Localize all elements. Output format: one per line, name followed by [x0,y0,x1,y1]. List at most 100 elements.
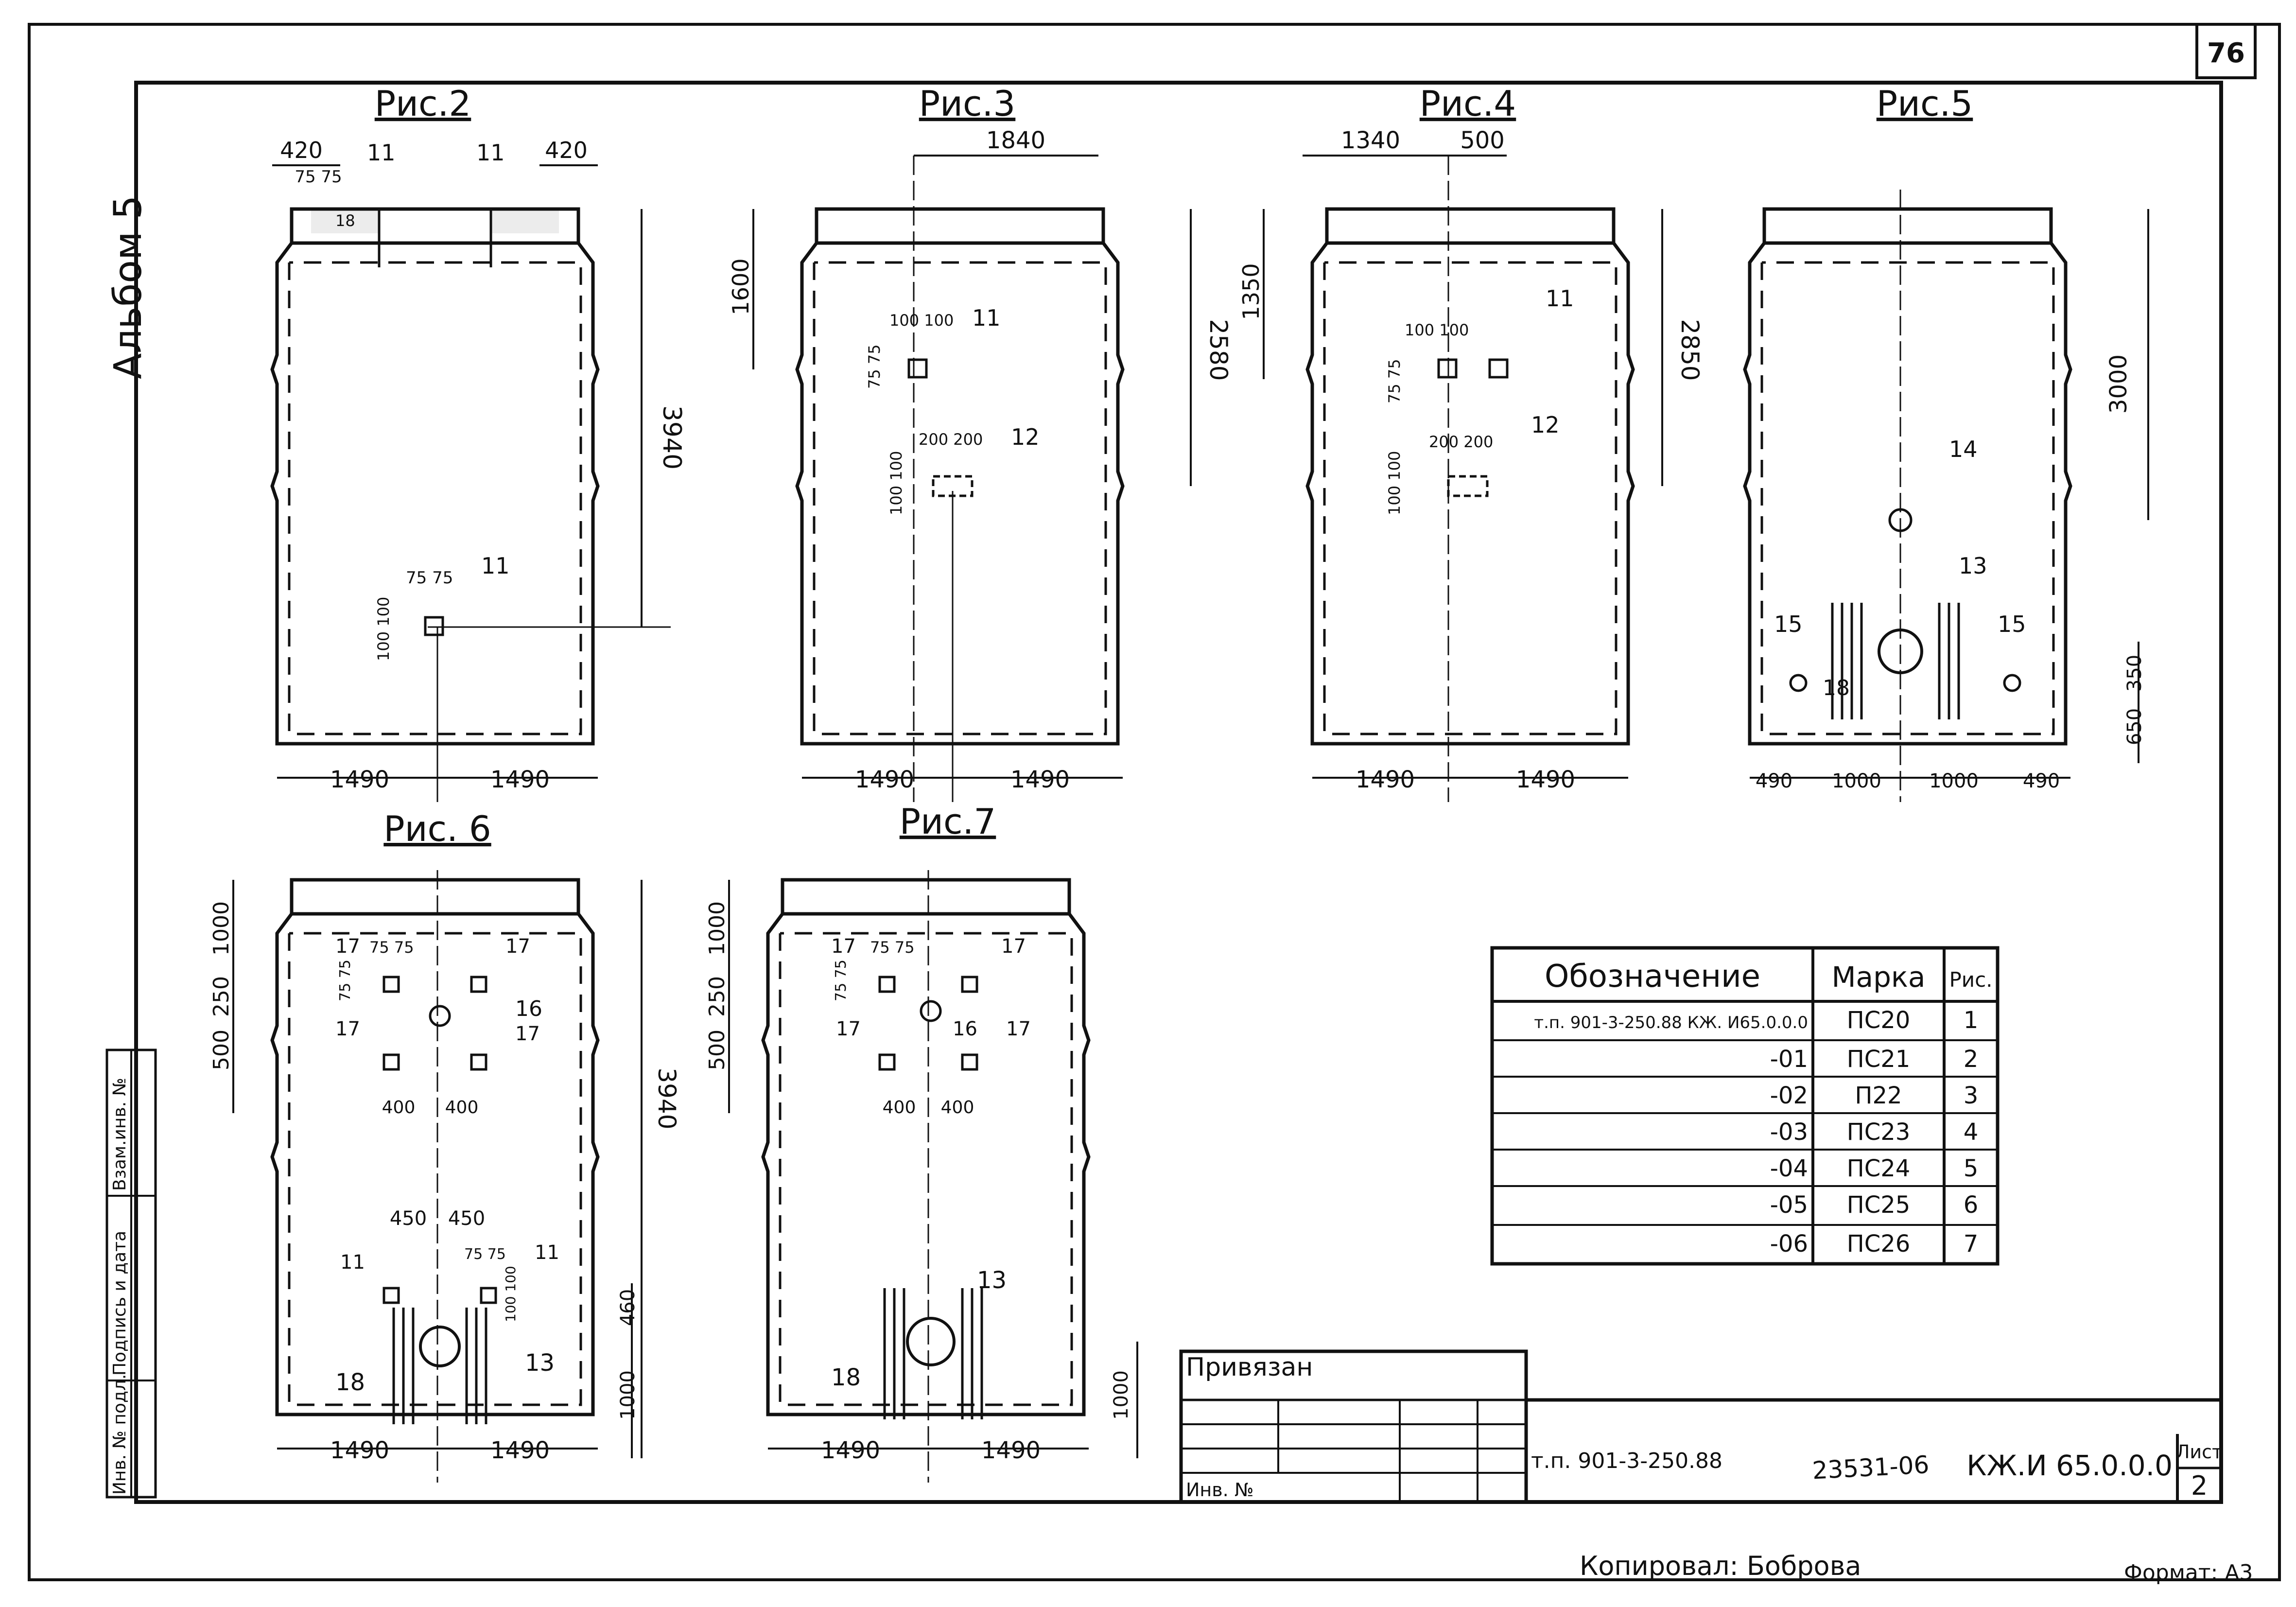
svg-text:П22: П22 [1855,1082,1902,1109]
svg-text:ПС21: ПС21 [1847,1046,1911,1073]
svg-text:-02: -02 [1770,1082,1808,1109]
svg-text:17: 17 [335,1018,360,1040]
svg-text:11: 11 [481,553,510,579]
svg-text:200 200: 200 200 [919,430,983,449]
sheet-number: 2 [2191,1470,2208,1501]
page-number: 76 [2207,37,2245,69]
svg-text:18: 18 [335,211,355,230]
svg-text:1350: 1350 [1238,263,1264,320]
svg-text:Подпись и дата: Подпись и дата [110,1231,130,1376]
svg-text:75 75: 75 75 [406,568,453,588]
fig4-title: Рис.4 [1420,83,1516,124]
svg-text:2580: 2580 [1204,319,1233,381]
svg-text:17: 17 [831,935,856,958]
svg-text:75 75: 75 75 [369,938,414,957]
figure-6: Рис. 6 1000 250 500 3940 17 75 75 75 75 … [209,808,681,1483]
svg-text:1490: 1490 [490,1437,550,1464]
svg-text:1000: 1000 [705,901,730,956]
svg-text:14: 14 [1949,436,1978,462]
spec-header-mark: Марка [1832,961,1926,994]
svg-text:17: 17 [505,935,530,958]
svg-text:1490: 1490 [1010,766,1070,793]
bound-label: Привязан [1186,1353,1313,1382]
svg-text:75 75: 75 75 [1385,359,1404,403]
outer-frame [28,23,2281,1581]
inv-label: Инв. № [1186,1479,1253,1501]
svg-text:450: 450 [448,1207,485,1230]
copied-by: Копировал: Боброва [1580,1551,1861,1581]
svg-text:75 75: 75 75 [865,344,884,389]
svg-text:11: 11 [476,140,505,166]
svg-text:1: 1 [1964,1007,1979,1034]
svg-text:100 100: 100 100 [374,597,393,661]
svg-text:490: 490 [1756,770,1792,792]
svg-text:17: 17 [836,1018,861,1040]
svg-text:12: 12 [1011,424,1040,450]
archive-number: 23531-06 [1811,1450,1930,1485]
svg-text:-01: -01 [1770,1046,1808,1073]
svg-text:420: 420 [280,137,323,163]
svg-text:460: 460 [617,1289,639,1326]
svg-text:7: 7 [1964,1230,1979,1258]
svg-text:-03: -03 [1770,1118,1808,1146]
svg-text:100 100: 100 100 [887,451,905,515]
svg-text:3000: 3000 [2105,354,2132,414]
svg-text:100 100: 100 100 [1405,321,1469,339]
figure-2: Рис.2 420 75 75 420 11 11 18 3940 75 75 … [272,83,686,802]
svg-text:1000: 1000 [1832,770,1881,792]
svg-text:1490: 1490 [855,766,914,793]
svg-text:ПС24: ПС24 [1847,1155,1911,1182]
svg-text:11: 11 [367,140,396,166]
svg-text:500: 500 [1460,127,1505,154]
spec-header-fig: Рис. [1949,968,1992,992]
svg-text:18: 18 [831,1364,861,1391]
svg-text:75 75: 75 75 [464,1246,506,1263]
spec-header-designation: Обозначение [1545,959,1760,995]
svg-text:100 100: 100 100 [889,311,954,330]
svg-text:650: 650 [2123,708,2146,745]
svg-text:11: 11 [340,1251,365,1274]
svg-text:75 75: 75 75 [295,167,342,187]
svg-text:250: 250 [209,976,234,1017]
svg-text:17: 17 [1006,1018,1031,1040]
svg-text:15: 15 [1998,611,2026,637]
svg-text:1490: 1490 [330,1437,389,1464]
svg-text:490: 490 [2023,770,2060,792]
svg-text:1490: 1490 [821,1437,880,1464]
svg-text:1000: 1000 [1110,1370,1132,1420]
svg-text:13: 13 [1959,553,1987,579]
fig7-title: Рис.7 [900,801,996,842]
svg-text:1490: 1490 [330,766,389,793]
svg-text:1000: 1000 [209,901,234,956]
svg-text:75 75: 75 75 [833,960,850,1001]
side-stamp: Инв. № подл. Подпись и дата Взам.инв. № [105,1048,157,1499]
svg-text:17: 17 [335,935,360,958]
svg-text:11: 11 [1546,285,1574,312]
inner-frame [134,81,2223,1504]
figure-4: Рис.4 1340 500 1350 2850 100 100 75 75 1… [1238,83,1704,802]
svg-text:500: 500 [209,1030,234,1070]
svg-text:ПС25: ПС25 [1847,1191,1911,1219]
sheet-label: Лист [2176,1441,2223,1463]
svg-text:1840: 1840 [986,127,1045,154]
title-block: Привязан Инв. № т.п. 901-3-250.88 23531-… [1179,1349,2223,1504]
format-label: Формат: А3 [2124,1560,2253,1585]
figure-5: Рис.5 3000 14 13 15 15 18 350 650 490 10… [1745,83,2149,802]
svg-text:400: 400 [883,1098,916,1118]
fig2-title: Рис.2 [375,83,471,124]
svg-text:6: 6 [1964,1191,1979,1219]
fig3-title: Рис.3 [919,83,1016,124]
svg-text:400: 400 [445,1098,479,1118]
svg-text:11: 11 [972,305,1001,331]
fig6-title: Рис. 6 [383,808,491,849]
figure-3: Рис.3 1840 1600 2580 100 100 75 75 11 20… [728,83,1233,802]
svg-text:Взам.инв. №: Взам.инв. № [110,1078,130,1191]
svg-text:3: 3 [1964,1082,1979,1109]
svg-text:Инв. № подл.: Инв. № подл. [110,1374,130,1495]
fig5-title: Рис.5 [1877,83,1973,124]
svg-text:1490: 1490 [1516,766,1575,793]
doc-code: КЖ.И 65.0.0.0 [1966,1449,2173,1482]
spec-table: Обозначение Марка Рис. т.п. 901-3-250.88… [1490,946,2000,1266]
svg-text:17: 17 [515,1023,540,1045]
